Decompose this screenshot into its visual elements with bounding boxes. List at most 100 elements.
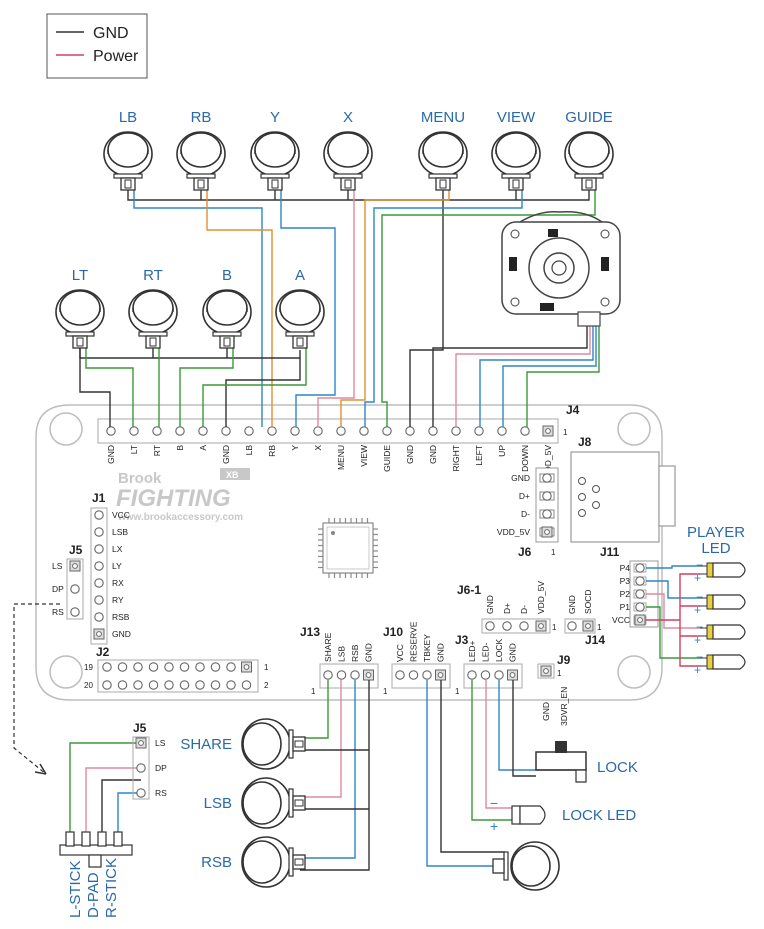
button-b-label: B — [222, 267, 232, 284]
j3-pin — [480, 670, 491, 680]
j6-pin — [542, 509, 552, 519]
j4-pin-label: GUIDE — [382, 445, 392, 472]
wire-joy-right — [455, 326, 591, 427]
wire-led-plus — [471, 680, 512, 821]
j11-pin-label: P1 — [620, 602, 631, 612]
button-menu-label: MENU — [421, 109, 465, 126]
j1-pin-label: RX — [112, 578, 124, 588]
j4-pin — [221, 426, 231, 436]
j10-pin-label: VCC — [395, 644, 405, 662]
wire-led-minus — [485, 680, 512, 809]
j4-pin — [336, 426, 346, 436]
stick-label-rstick: R-STICK — [103, 858, 120, 918]
wire-rb — [206, 190, 273, 427]
button-rsb: RSB — [201, 836, 306, 888]
button-menu: MENU — [418, 109, 468, 191]
j2-pin — [195, 680, 205, 690]
brand-watermark: Brook FIGHTING XB www.brookaccessory.com — [116, 468, 250, 523]
j6-1-pin-label: GND — [485, 595, 495, 614]
j5-external-pin-label: RS — [155, 788, 167, 798]
j4-pin-label: LB — [244, 445, 254, 456]
j2-pin — [102, 662, 112, 672]
j6-1-pin — [485, 621, 495, 631]
button-lb-label: LB — [119, 109, 137, 126]
j4-pin — [198, 426, 208, 436]
j10-pin-label: GND — [436, 643, 446, 662]
j2-pin — [195, 662, 205, 672]
j4-pin-label: VIEW — [359, 445, 369, 467]
j4-pin-label: Y — [290, 445, 300, 451]
j13-pin-label: GND — [364, 643, 374, 662]
j4-pin — [175, 426, 185, 436]
j9-pin-label: GND — [541, 702, 551, 721]
j13-pin1: 1 — [311, 687, 316, 696]
j2-pin — [226, 680, 236, 690]
j6-pin-label: D+ — [519, 491, 530, 501]
wire-lsb — [300, 680, 342, 798]
j13-pin-label: LSB — [337, 646, 347, 662]
j2-pin — [164, 662, 174, 672]
j1-name: J1 — [92, 491, 106, 505]
j4-pin-label: LT — [129, 445, 139, 454]
j4-pin — [290, 426, 300, 436]
player-led-minus: − — [696, 620, 703, 634]
j3-name: J3 — [455, 633, 469, 647]
j1-pin-label: RY — [112, 595, 124, 605]
wire-rsb — [300, 680, 356, 859]
j4-pin — [497, 426, 507, 436]
j13-pin — [323, 670, 333, 680]
button-a-label: A — [295, 267, 305, 284]
j10-name: J10 — [383, 625, 403, 639]
j11-pin-label: P4 — [620, 563, 631, 573]
j8-usb-connector: J8 — [570, 435, 676, 543]
j13-pin — [336, 670, 347, 680]
j1-pin — [94, 561, 104, 571]
j14-pin-label: SOCD — [583, 589, 593, 614]
j4-pin-label: X — [313, 445, 323, 451]
j4-pin-label: RIGHT — [451, 445, 461, 471]
lock-label: LOCK — [597, 759, 638, 776]
j2-pin — [210, 662, 221, 672]
j4-name: J4 — [566, 403, 580, 417]
j11-pin — [635, 602, 645, 612]
wire-side-gnd — [300, 680, 370, 871]
j4-pin-label: RB — [267, 445, 277, 457]
j6-1-pin-label: VDD_5V — [536, 581, 546, 614]
wire-tbkey — [426, 680, 493, 867]
stick-select-switch: L-STICK D-PAD R-STICK — [59, 831, 133, 918]
wire-j5-dp — [85, 767, 141, 832]
button-rb: RB — [176, 109, 226, 191]
player-led: −+ — [694, 558, 746, 585]
legend: GND Power — [46, 13, 148, 79]
player-led: −+ — [694, 620, 746, 647]
j5-external-name: J5 — [133, 721, 147, 735]
j4-pin — [405, 426, 415, 436]
j3-pin-label: LED+ — [467, 640, 477, 662]
brand-line2: FIGHTING — [116, 485, 231, 512]
j5-pin — [70, 607, 80, 617]
wire-b — [179, 348, 234, 427]
wire-j5-ls — [69, 742, 141, 832]
wire-j5-gnd — [101, 779, 141, 832]
j3-pin — [494, 670, 504, 680]
button-x: X — [323, 109, 373, 191]
j4-pin-label: GND — [106, 445, 116, 464]
j4-pin-label: RT — [152, 445, 162, 456]
dashed-pointer-arrow — [13, 603, 60, 775]
j2-pin — [102, 680, 112, 690]
j4-pin-label: VDD_5V — [543, 445, 553, 478]
lock-led: LOCK LED − + — [490, 795, 636, 834]
j1-pin-label: LY — [112, 561, 122, 571]
j2-label-20: 20 — [84, 681, 93, 690]
j11-pin-label: P2 — [620, 589, 631, 599]
j11-pin — [635, 589, 645, 599]
j4-pin — [313, 426, 323, 436]
button-y: Y — [250, 109, 300, 191]
brand-badge: XB — [226, 470, 239, 480]
j1-pin-label: GND — [112, 629, 131, 639]
